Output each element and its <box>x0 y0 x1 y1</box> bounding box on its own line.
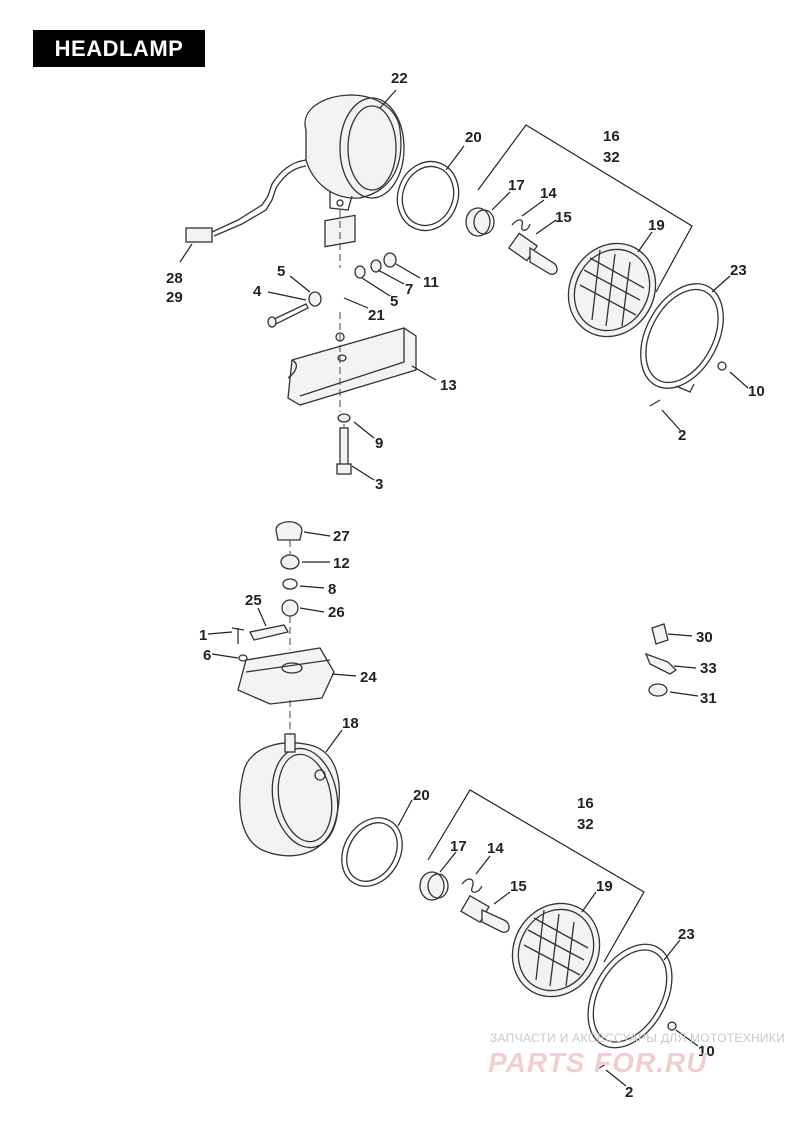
callout-16-lower: 16 <box>577 795 594 812</box>
bracket-13 <box>287 327 417 406</box>
callout-33: 33 <box>700 660 717 677</box>
trim-ring-23-upper <box>640 283 724 393</box>
callout-15-upper: 15 <box>555 209 572 226</box>
socket-17-upper <box>465 207 495 237</box>
nut-11 <box>383 252 397 268</box>
spring-clip-14-lower <box>461 878 483 893</box>
callout-2-lower: 2 <box>625 1084 633 1101</box>
watermark: ЗАПЧАСТИ И АКСЕССУАРЫ ДЛЯ МОТОТЕХНИКИ PA… <box>488 1031 785 1078</box>
callout-12: 12 <box>333 555 350 572</box>
callout-23-lower: 23 <box>678 926 695 943</box>
seal-ring-20-upper <box>396 160 460 232</box>
callout-10-lower: 10 <box>698 1043 715 1060</box>
washer-8 <box>282 578 298 590</box>
callout-19-upper: 19 <box>648 217 665 234</box>
callout-23-upper: 23 <box>730 262 747 279</box>
callout-10-upper: 10 <box>748 383 765 400</box>
bulb-15-lower <box>460 894 510 933</box>
washer-6 <box>238 654 248 662</box>
callout-31: 31 <box>700 690 717 707</box>
callout-16-upper: 16 <box>603 128 620 145</box>
bulb-15-upper <box>507 232 558 275</box>
callout-22: 22 <box>391 70 408 87</box>
headlamp-housing-22 <box>185 94 405 243</box>
washer-5a <box>308 291 322 307</box>
lockwasher-7 <box>370 259 382 273</box>
spring-clip-14-upper <box>511 219 531 231</box>
callout-18: 18 <box>342 715 359 732</box>
callout-2-upper: 2 <box>678 427 686 444</box>
lens-19-upper <box>567 242 657 338</box>
callout-21: 21 <box>368 307 385 324</box>
nut-10-upper <box>717 361 727 371</box>
callout-25: 25 <box>245 592 262 609</box>
callout-13: 13 <box>440 377 457 394</box>
bolt-3 <box>336 427 352 475</box>
seal-ring-20-lower <box>341 817 403 887</box>
leader-lines <box>179 89 749 1087</box>
callout-11: 11 <box>423 274 439 291</box>
screw-2-upper <box>649 399 661 407</box>
callout-3: 3 <box>375 476 383 493</box>
callout-28: 28 <box>166 270 183 287</box>
callout-29: 29 <box>166 289 183 306</box>
callout-17-lower: 17 <box>450 838 467 855</box>
callout-5-right: 5 <box>390 293 398 310</box>
callout-20-lower: 20 <box>413 787 430 804</box>
callout-32-lower: 32 <box>577 816 594 833</box>
callout-14-upper: 14 <box>540 185 557 202</box>
callout-7: 7 <box>405 281 413 298</box>
grommet-31 <box>648 683 668 697</box>
callout-15-lower: 15 <box>510 878 527 895</box>
housing-18 <box>239 733 340 857</box>
callout-24: 24 <box>360 669 377 686</box>
callout-6: 6 <box>203 647 211 664</box>
callout-9: 9 <box>375 435 383 452</box>
screw-1 <box>231 627 245 644</box>
assembly-line-upper <box>339 210 345 428</box>
callout-14-lower: 14 <box>487 840 504 857</box>
terminal-33 <box>644 652 678 675</box>
trim-ring-23-lower <box>587 943 673 1049</box>
bolt-4 <box>267 303 309 328</box>
washer-9 <box>337 413 351 423</box>
callout-19-lower: 19 <box>596 878 613 895</box>
cap-27 <box>275 521 303 541</box>
callout-5-left: 5 <box>277 263 285 280</box>
lens-19-lower <box>511 902 601 998</box>
nut-10-lower <box>667 1021 677 1031</box>
callout-1: 1 <box>199 627 207 644</box>
socket-17-lower <box>419 871 449 901</box>
callout-30: 30 <box>696 629 713 646</box>
nut-12 <box>280 554 300 570</box>
callout-labels: 22 20 16 32 17 14 15 19 23 10 2 28 29 4 … <box>166 70 765 1101</box>
callout-4: 4 <box>253 283 262 300</box>
grommet-26 <box>281 599 299 617</box>
callout-17-upper: 17 <box>508 177 525 194</box>
screw-2-lower <box>595 1063 607 1071</box>
wire-connector-30 <box>651 623 669 645</box>
page-title: HEADLAMP <box>33 30 205 67</box>
callout-20-upper: 20 <box>465 129 482 146</box>
callout-8: 8 <box>328 581 336 598</box>
callout-32-upper: 32 <box>603 149 620 166</box>
watermark-logo: PARTS FOR.RU <box>488 1047 707 1078</box>
watermark-tagline: ЗАПЧАСТИ И АКСЕССУАРЫ ДЛЯ МОТОТЕХНИКИ <box>490 1031 785 1045</box>
mount-24 <box>237 647 335 705</box>
callout-26: 26 <box>328 604 345 621</box>
callout-27: 27 <box>333 528 350 545</box>
plate-25 <box>249 624 289 641</box>
washer-5b <box>354 265 366 279</box>
